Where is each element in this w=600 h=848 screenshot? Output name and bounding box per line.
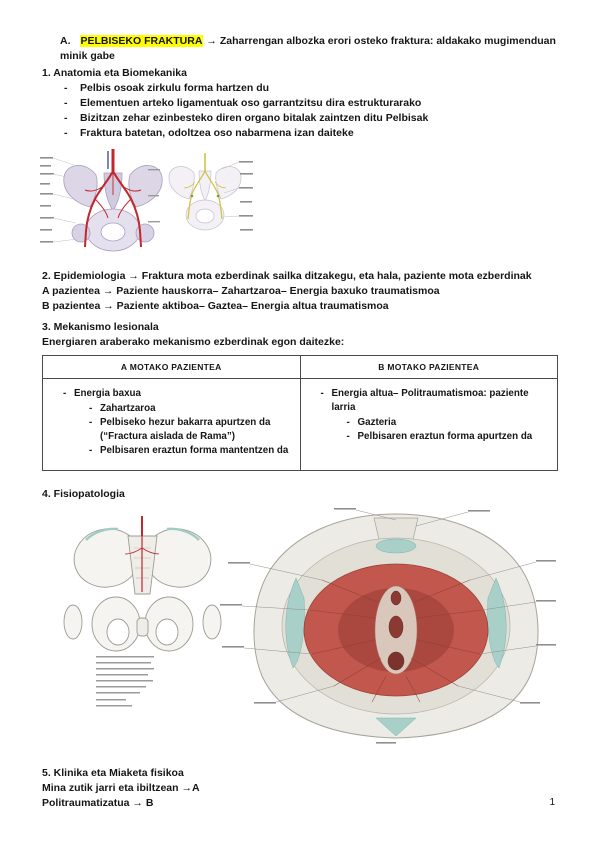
pelvis-vascular-anatomy-figure: [40, 143, 558, 265]
mekanismo-intro: Energiaren araberako mekanismo ezberdina…: [42, 336, 345, 348]
section-mekanismo-title: 3. Mekanismo lesionala: [42, 321, 159, 333]
sub-bullet-list: Gazteria Pelbisaren eraztun forma apurtz…: [345, 416, 550, 444]
section-klinika-title: 5. Klinika eta Miaketa fisikoa: [42, 767, 184, 779]
bullet-item: Pelbiseko hezur bakarra apurtzen da (“Fr…: [87, 416, 292, 444]
table-cell-patient-a: Energia baxua Zahartzaroa Pelbiseko hezu…: [42, 378, 301, 471]
mekanismo-table: A MOTAKO PAZIENTEA B MOTAKO PAZIENTEA En…: [42, 355, 558, 471]
heading-subtitle: → Zaharrengan albozka erori osteko frakt…: [60, 35, 556, 62]
section-epidemiologia-title: 2. Epidemiologia: [42, 270, 126, 282]
pelvic-floor-figure: [54, 506, 558, 748]
heading-title: PELBISEKO FRAKTURA: [79, 35, 204, 47]
sub-bullet-list: Zahartzaroa Pelbiseko hezur bakarra apur…: [87, 402, 292, 458]
section-anatomia-title: 1. Anatomia eta Biomekanika: [42, 67, 187, 79]
figure-caption-text: [96, 656, 154, 707]
pelvis-arteries-illustration: [40, 149, 253, 252]
page-number: 1: [549, 797, 555, 808]
table-cell-patient-b: Energia altua– Politraumatismoa: pazient…: [299, 378, 558, 471]
patient-b-line: B pazientea → Paziente aktiboa– Gaztea– …: [42, 300, 389, 312]
epidemiologia-intro: → Fraktura mota ezberdinak sailka ditzak…: [128, 270, 532, 282]
bullet-item: Gazteria: [345, 416, 550, 430]
bullet-item: Pelbisaren eraztun forma apurtzen da: [345, 430, 550, 444]
bullet-item: Bizitzan zehar ezinbesteko diren organo …: [62, 111, 558, 126]
anatomia-bullet-list: Pelbis osoak zirkulu forma hartzen du El…: [62, 81, 558, 141]
table-header-patient-a: A MOTAKO PAZIENTEA: [42, 355, 301, 379]
klinika-line-b: Politraumatizatua → B: [42, 797, 154, 809]
bullet-item: Fraktura batetan, odoltzea oso nabarmena…: [62, 126, 558, 141]
bullet-item: Pelbisaren eraztun forma mantentzen da: [87, 444, 292, 458]
epidemiologia-intro-line: 2. Epidemiologia → Fraktura mota ezberdi…: [42, 269, 558, 284]
pelvis-fisiopatologia-illustration: [63, 508, 556, 744]
bullet-item: Energia altua– Politraumatismoa: pazient…: [319, 387, 550, 415]
bullet-item: Pelbis osoak zirkulu forma hartzen du: [62, 81, 558, 96]
bullet-item: Energia baxua: [61, 387, 292, 401]
bullet-item: Elementuen arteko ligamentuak oso garran…: [62, 96, 558, 111]
section-fisiopatologia-title: 4. Fisiopatologia: [42, 488, 125, 500]
doc-heading: A. PELBISEKO FRAKTURA→ Zaharrengan albozk…: [60, 34, 558, 64]
patient-a-line: A pazientea → Paziente hauskorra– Zahart…: [42, 285, 440, 297]
bullet-item: Zahartzaroa: [87, 402, 292, 416]
table-header-patient-b: B MOTAKO PAZIENTEA: [299, 355, 558, 379]
klinika-line-a: Mina zutik jarri eta ibiltzean →A: [42, 782, 200, 794]
heading-letter: A.: [60, 35, 71, 47]
